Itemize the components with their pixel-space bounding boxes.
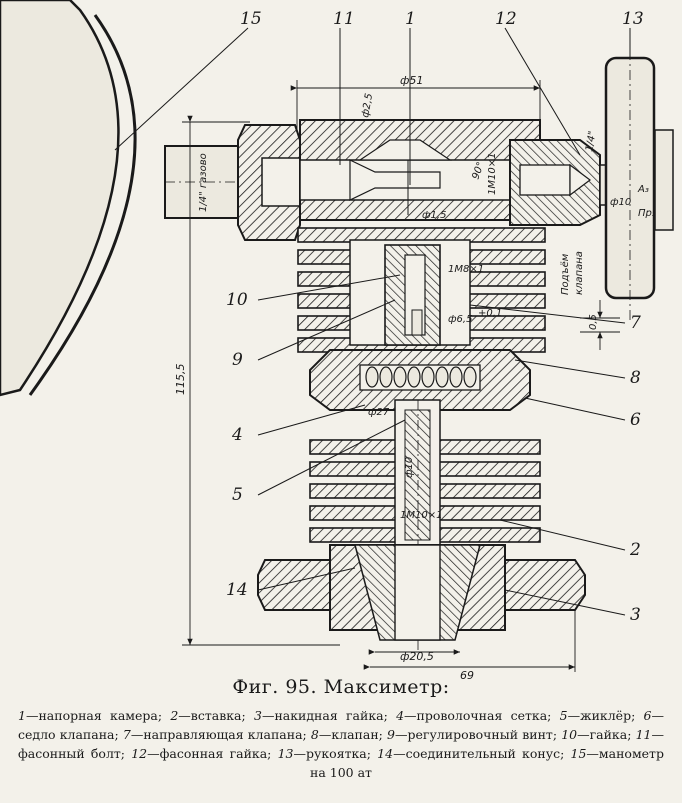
mesh-coil-turn bbox=[393, 366, 407, 388]
callout-7: 7 bbox=[630, 313, 641, 333]
dim-d51: ф51 bbox=[400, 74, 423, 87]
dim-d27: ф27 bbox=[368, 407, 390, 418]
legend-item: 3—накидная гайка; bbox=[253, 708, 397, 723]
legend-item: 1—напорная камера; bbox=[18, 708, 171, 723]
legend-number: 6 bbox=[643, 708, 652, 723]
callout-12: 12 bbox=[495, 9, 517, 29]
mesh-coil-turn bbox=[407, 366, 421, 388]
legend-number: 15 bbox=[570, 746, 587, 761]
valve-seat-flange bbox=[309, 349, 531, 411]
handle-wheel bbox=[604, 30, 674, 320]
legend-number: 5 bbox=[559, 708, 568, 723]
dim-d205: ф20,5 bbox=[400, 650, 434, 663]
legend-item: 7—направляющая клапана; bbox=[122, 727, 311, 742]
callout-14: 14 bbox=[226, 580, 248, 600]
dim-d15: ф1,5 bbox=[422, 210, 446, 221]
mesh-coil-turn bbox=[435, 366, 449, 388]
callout-13: 13 bbox=[622, 9, 644, 29]
dim-d65-tol: +0,1 bbox=[478, 308, 502, 319]
dim-m10-lower: 1М10×1 bbox=[400, 510, 442, 521]
callout-8: 8 bbox=[630, 368, 641, 388]
dim-a3: А₃ bbox=[637, 184, 649, 195]
legend-item: 8—клапан; bbox=[310, 727, 388, 742]
dim-d10-inner: ф10 bbox=[404, 457, 415, 478]
dim-lift-val: 0,5 bbox=[588, 314, 599, 330]
dim-d69: 69 bbox=[460, 669, 474, 680]
legend-item: 10—гайка; bbox=[561, 727, 636, 742]
top-body bbox=[299, 119, 541, 221]
dim-d10: ф10 bbox=[610, 197, 631, 208]
callout-4: 4 bbox=[231, 425, 243, 445]
figure-title: Фиг. 95. Максиметр: bbox=[232, 676, 450, 698]
lower-insert bbox=[309, 399, 541, 650]
valve-guide bbox=[384, 244, 441, 346]
legend-number: 11 bbox=[635, 727, 652, 742]
mesh-coil-turn bbox=[449, 366, 463, 388]
dim-d25: ф2,5 bbox=[360, 93, 375, 119]
callout-15: 15 bbox=[240, 9, 262, 29]
dim-lift-1: Подъём bbox=[560, 253, 571, 295]
mesh-coil-turn bbox=[379, 366, 393, 388]
legend-item: 15—манометр на 100 ат bbox=[310, 746, 664, 780]
legend-number: 14 bbox=[377, 746, 394, 761]
callout-3: 3 bbox=[630, 605, 641, 625]
legend-number: 8 bbox=[310, 727, 319, 742]
legend-item: 2—вставка; bbox=[170, 708, 254, 723]
union-nut bbox=[257, 544, 586, 641]
legend-item: 12—фасонная гайка; bbox=[131, 746, 278, 761]
mesh-coil-turn bbox=[365, 366, 379, 388]
dim-d65: ф6,5 bbox=[448, 314, 472, 325]
dim-m8: 1М8×1 bbox=[448, 264, 484, 275]
callout-11: 11 bbox=[333, 9, 355, 29]
maximeter-drawing: 15 11 1 12 13 10 9 4 5 14 7 8 6 2 3 ф51 … bbox=[0, 0, 674, 680]
legend-item: 6—седло клапана; bbox=[18, 708, 664, 742]
callout-10: 10 bbox=[226, 290, 248, 310]
figure-legend: 1—напорная камера; 2—вставка; 3—накидная… bbox=[0, 706, 682, 782]
manometer-dial bbox=[0, 0, 137, 397]
figure-caption: Фиг. 95. Максиметр: 1—напорная камера; 2… bbox=[0, 676, 682, 782]
legend-item: 11—фасонный болт; bbox=[18, 727, 664, 761]
callout-1: 1 bbox=[405, 9, 416, 29]
legend-item: 4—проволочная сетка; bbox=[396, 708, 560, 723]
legend-number: 10 bbox=[561, 727, 578, 742]
callout-9: 9 bbox=[232, 350, 243, 370]
callout-2: 2 bbox=[629, 540, 641, 560]
legend-number: 3 bbox=[253, 708, 262, 723]
dim-quarter: 1/4" bbox=[584, 130, 598, 152]
legend-number: 9 bbox=[387, 727, 395, 742]
legend-item: 9—регулировочный винт; bbox=[387, 727, 562, 742]
legend-item: 14—соединительный конус; bbox=[377, 746, 571, 761]
mesh-coil-turn bbox=[421, 366, 435, 388]
callout-5: 5 bbox=[232, 485, 243, 505]
mesh-coil-turn bbox=[463, 366, 477, 388]
legend-item: 13—рукоятка; bbox=[277, 746, 378, 761]
legend-number: 12 bbox=[131, 746, 148, 761]
dim-lift-2: клапана bbox=[574, 251, 585, 295]
dim-pr3: Пр₃ bbox=[638, 208, 656, 219]
leader-lines bbox=[114, 27, 631, 616]
dimension-lines bbox=[182, 80, 620, 672]
dim-quarter-gas: 1/4" газово bbox=[198, 153, 209, 212]
callout-6: 6 bbox=[630, 410, 641, 430]
legend-number: 7 bbox=[122, 727, 131, 742]
dim-m10-top: 1М10×1 bbox=[487, 153, 498, 195]
legend-item: 5—жиклёр; bbox=[559, 708, 644, 723]
legend-number: 1 bbox=[18, 708, 26, 723]
legend-number: 2 bbox=[170, 708, 179, 723]
shaped-bolt bbox=[237, 124, 303, 241]
legend-number: 4 bbox=[396, 708, 405, 723]
legend-number: 13 bbox=[277, 746, 294, 761]
dim-h115: 115,5 bbox=[174, 364, 187, 396]
